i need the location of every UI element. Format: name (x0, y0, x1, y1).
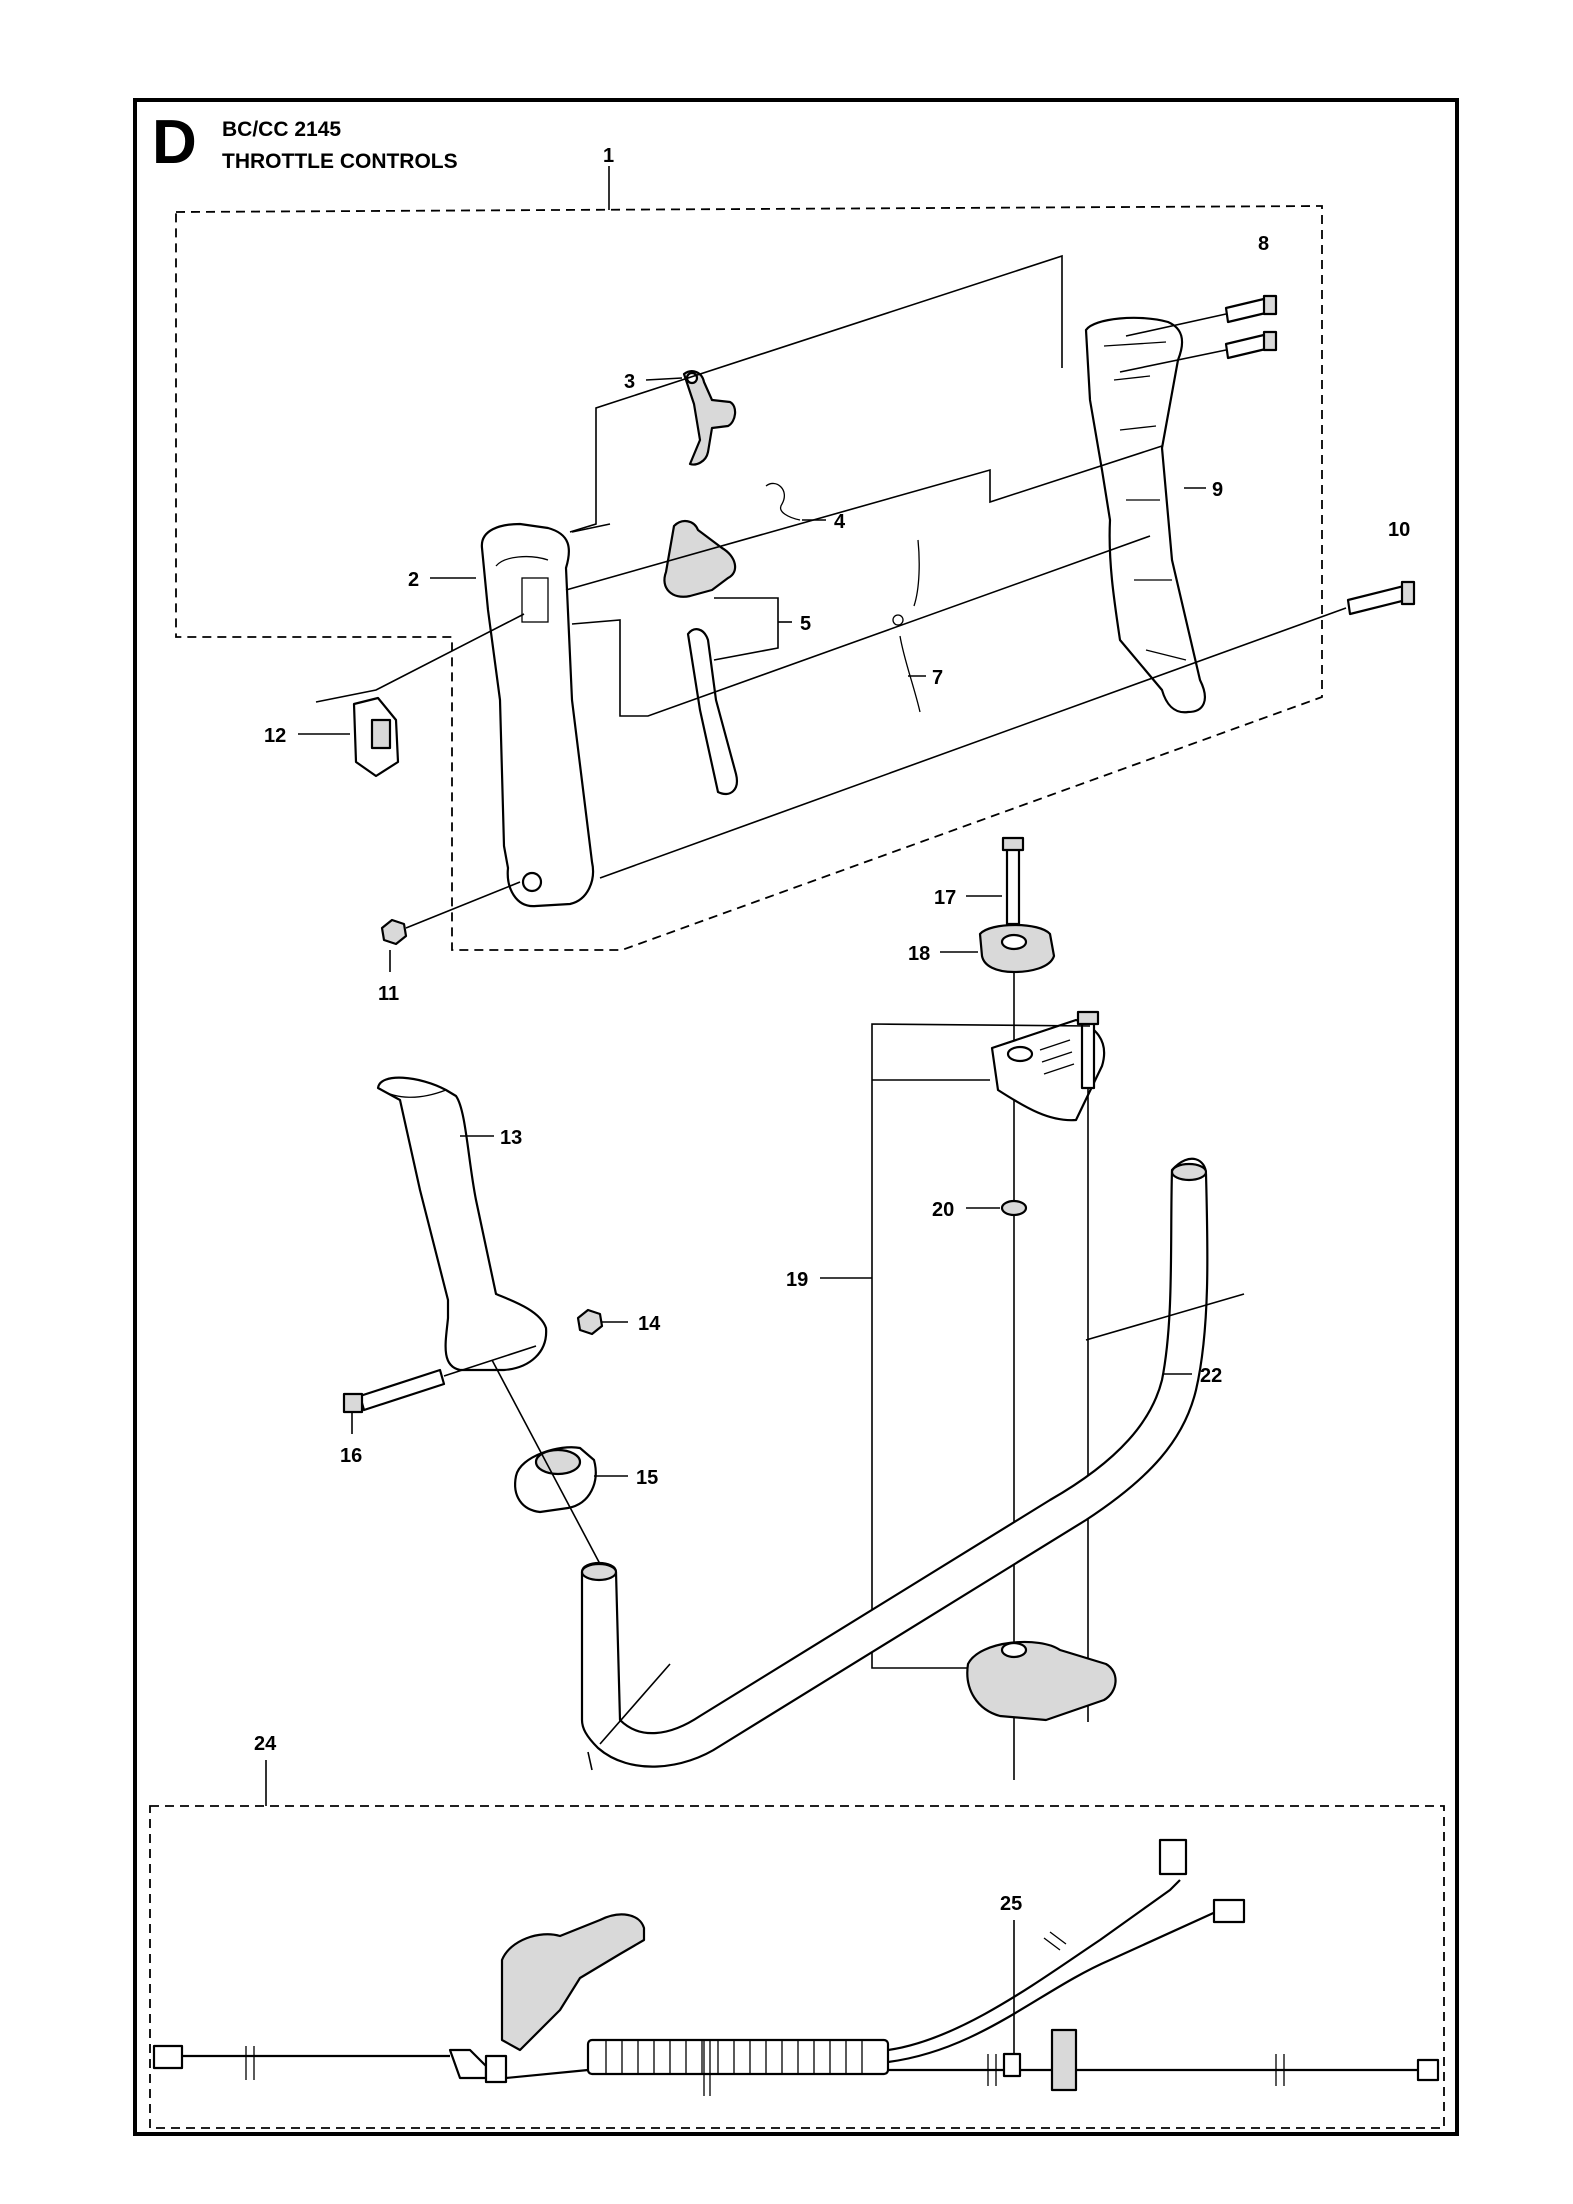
callout-10: 10 (1388, 519, 1410, 541)
callout-25: 25 (1000, 1893, 1022, 1915)
bracket-upper (990, 1018, 1106, 1122)
section-letter: D (152, 108, 197, 177)
bolt (1001, 836, 1025, 926)
handle-cover (1084, 316, 1206, 714)
lockout-catch (663, 520, 737, 598)
washer (1000, 1199, 1028, 1217)
callout-17: 17 (934, 887, 956, 909)
callout-14: 14 (638, 1313, 661, 1335)
clamp-knob (978, 923, 1056, 974)
screw (1224, 294, 1278, 324)
callout-5: 5 (800, 613, 811, 635)
callout-22: 22 (1200, 1365, 1222, 1387)
callout-12: 12 (264, 725, 286, 747)
callout-8: 8 (1258, 233, 1269, 255)
group-24-boundary (149, 1805, 1445, 2129)
spring (765, 482, 801, 521)
screw (1224, 330, 1278, 360)
throttle-lever (682, 370, 737, 466)
nut (576, 1308, 604, 1336)
callout-24: 24 (254, 1733, 277, 1755)
throttle-cable-assembly (152, 1838, 1440, 2092)
handlebar-tube (580, 1157, 1209, 1768)
long-screw (1346, 580, 1416, 616)
page-title: THROTTLE CONTROLS (222, 150, 458, 173)
stop-switch (352, 696, 400, 778)
callout-18: 18 (908, 943, 930, 965)
bracket-lower (966, 1640, 1117, 1722)
callout-19: 19 (786, 1269, 808, 1291)
bracket-screw (1076, 1010, 1100, 1090)
front-grip (376, 1076, 548, 1372)
callout-4: 4 (834, 511, 846, 533)
lockout-lever (686, 628, 738, 796)
callout-3: 3 (624, 371, 635, 393)
grip-screw (342, 1368, 446, 1414)
cable-wire (899, 539, 921, 713)
handle-body (480, 522, 595, 908)
callout-11: 11 (378, 983, 399, 1005)
callout-9: 9 (1212, 479, 1223, 501)
callout-2: 2 (408, 569, 419, 591)
callout-7: 7 (932, 667, 943, 689)
nut (380, 918, 408, 946)
callout-20: 20 (932, 1199, 954, 1221)
diagram-frame (133, 98, 1459, 2136)
callout-16: 16 (340, 1445, 362, 1467)
callout-13: 13 (500, 1127, 522, 1149)
callout-1: 1 (603, 145, 614, 167)
callout-15: 15 (636, 1467, 658, 1489)
model-title: BC/CC 2145 (222, 118, 342, 141)
group-1-boundary (175, 205, 1323, 951)
